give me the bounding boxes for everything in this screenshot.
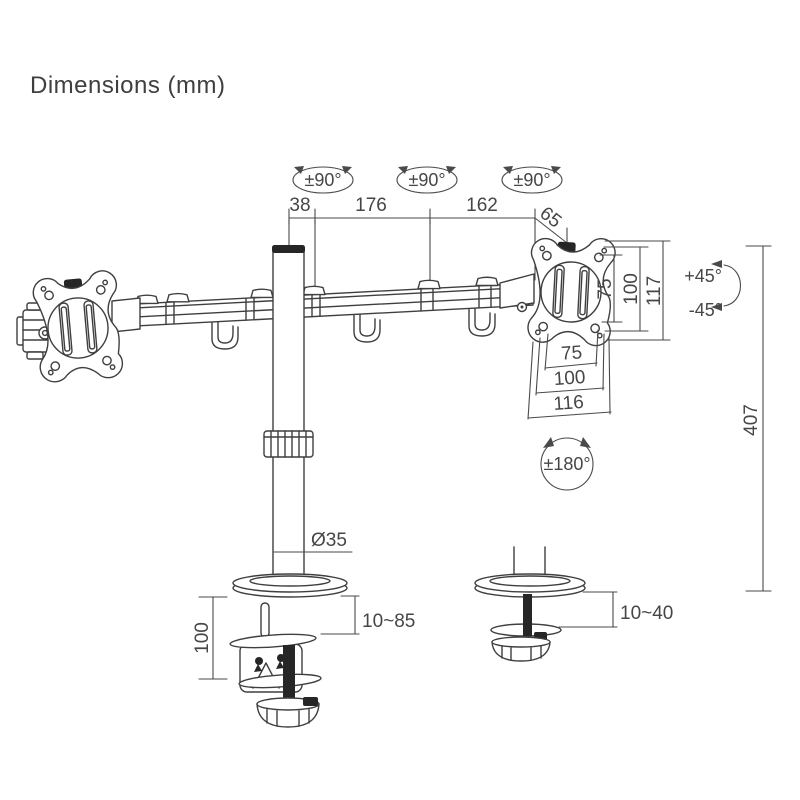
pole-collar	[263, 430, 314, 458]
dim-vesa-h75: 75	[560, 342, 583, 364]
dim-grommet-range: 10~40	[620, 603, 673, 624]
tilt-annotation: +45° -45°	[684, 260, 741, 320]
vesa-vertical-dimensions: 75 100 117	[595, 240, 671, 341]
dim-176: 176	[355, 195, 387, 216]
dim-vesa-v100: 100	[621, 273, 642, 305]
dim-plate-v117: 117	[644, 276, 665, 306]
grommet-range-dimension: 10~40	[558, 591, 673, 628]
clamp-knob	[256, 697, 320, 728]
dim-vesa-h100: 100	[553, 367, 586, 390]
left-vesa-plate	[16, 269, 126, 385]
clamp-height-dimension: 100	[192, 596, 228, 680]
page-title: Dimensions (mm)	[30, 72, 226, 99]
rotation-label-2: ±90°	[408, 170, 445, 190]
dim-vesa-v75: 75	[595, 278, 616, 299]
tilt-up-label: +45°	[684, 266, 722, 286]
dim-clamp-range: 10~85	[362, 611, 415, 632]
monitor-arm-bar	[111, 273, 535, 350]
grommet-knob	[491, 636, 551, 662]
dim-clamp-100: 100	[192, 622, 213, 654]
swivel-label: ±180°	[543, 454, 590, 474]
dim-plate-h116: 116	[553, 392, 585, 415]
rotation-label-1: ±90°	[304, 170, 341, 190]
height-dimension: 407	[741, 245, 772, 592]
tilt-down-label: -45°	[689, 300, 722, 320]
rotation-label-3: ±90°	[513, 170, 550, 190]
vesa-horizontal-dimensions: 75 100 116	[527, 329, 612, 420]
dim-pole-diameter: Ø35	[311, 530, 347, 551]
clamp-base: 100 10~85	[192, 573, 415, 728]
swivel-annotation: ±180°	[540, 437, 594, 491]
dim-407: 407	[741, 404, 762, 436]
arm-rotation-symbols: ±90° ±90° ±90°	[292, 165, 563, 194]
dim-65: 65	[536, 203, 566, 233]
grommet-base: 10~40	[474, 546, 673, 662]
top-dimension-chain: 38 176 162 65	[288, 195, 568, 287]
dim-38: 38	[289, 195, 310, 216]
dim-162: 162	[466, 195, 498, 216]
clamp-range-dimension: 10~85	[320, 595, 415, 635]
